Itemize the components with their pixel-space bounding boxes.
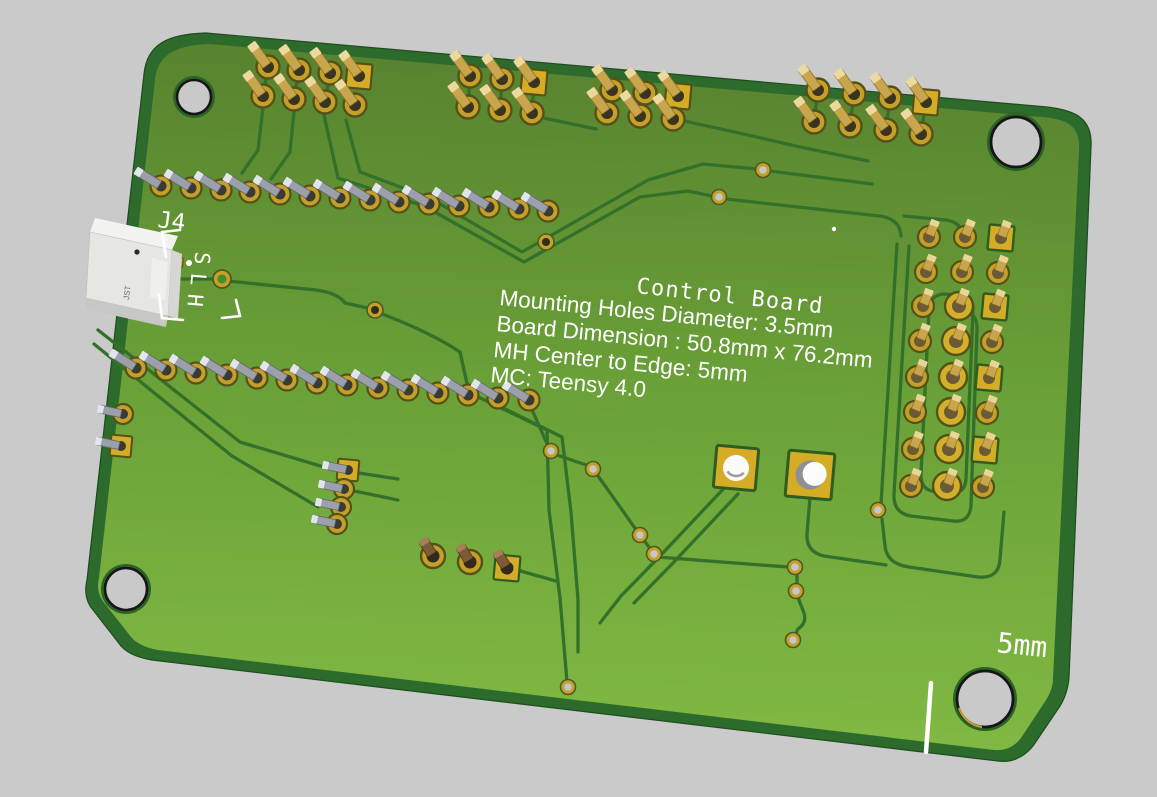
via <box>366 301 384 319</box>
via <box>787 582 805 600</box>
large-thru-pad-right <box>783 448 837 502</box>
via <box>645 545 663 563</box>
jst-body-side <box>168 250 182 319</box>
via <box>559 678 577 696</box>
jst-body-dot <box>134 249 140 255</box>
via <box>754 161 772 179</box>
via <box>542 442 560 460</box>
via <box>869 501 887 519</box>
jst-outline-top <box>160 228 182 259</box>
jst-outline-bottom <box>157 293 185 322</box>
via <box>631 526 649 544</box>
silkscreen-dot <box>831 226 837 232</box>
pad-square <box>986 218 1016 253</box>
via <box>537 233 555 251</box>
mounting-hole-bottom-left <box>101 564 151 614</box>
silkscreen-layer: Control Board Mounting Holes Diameter: 3… <box>156 207 1049 664</box>
via <box>584 460 602 478</box>
pin1-dot <box>186 260 192 266</box>
silkscreen-pin-label-l: L <box>185 272 210 287</box>
via <box>786 558 804 576</box>
board-face <box>98 44 1080 751</box>
pad-square <box>970 430 1000 465</box>
pad-square <box>974 358 1004 393</box>
mounting-hole-top-right <box>987 113 1045 171</box>
silkscreen-lines <box>157 228 934 755</box>
mounting-hole-top-left <box>173 76 215 118</box>
via <box>212 269 232 289</box>
scale-bar-line <box>923 680 934 755</box>
jst-outline-corner <box>220 298 242 320</box>
jst-body-notch <box>150 258 168 301</box>
mounting-hole-bottom-right <box>953 667 1017 731</box>
pad-square <box>980 287 1010 322</box>
jst-body-label: JST <box>122 285 132 300</box>
jst-body-bottom <box>85 298 168 327</box>
silkscreen-pin-label-s: S <box>189 251 214 266</box>
large-thru-pad-left <box>711 443 761 493</box>
mounting-holes <box>101 76 1045 731</box>
via <box>710 188 728 206</box>
silkscreen-scale-label: 5mm <box>995 626 1049 664</box>
silkscreen-pin-label-h: H <box>182 293 207 308</box>
jst-body-top <box>90 218 178 250</box>
jst-connector: JST <box>85 218 184 327</box>
via <box>784 631 802 649</box>
